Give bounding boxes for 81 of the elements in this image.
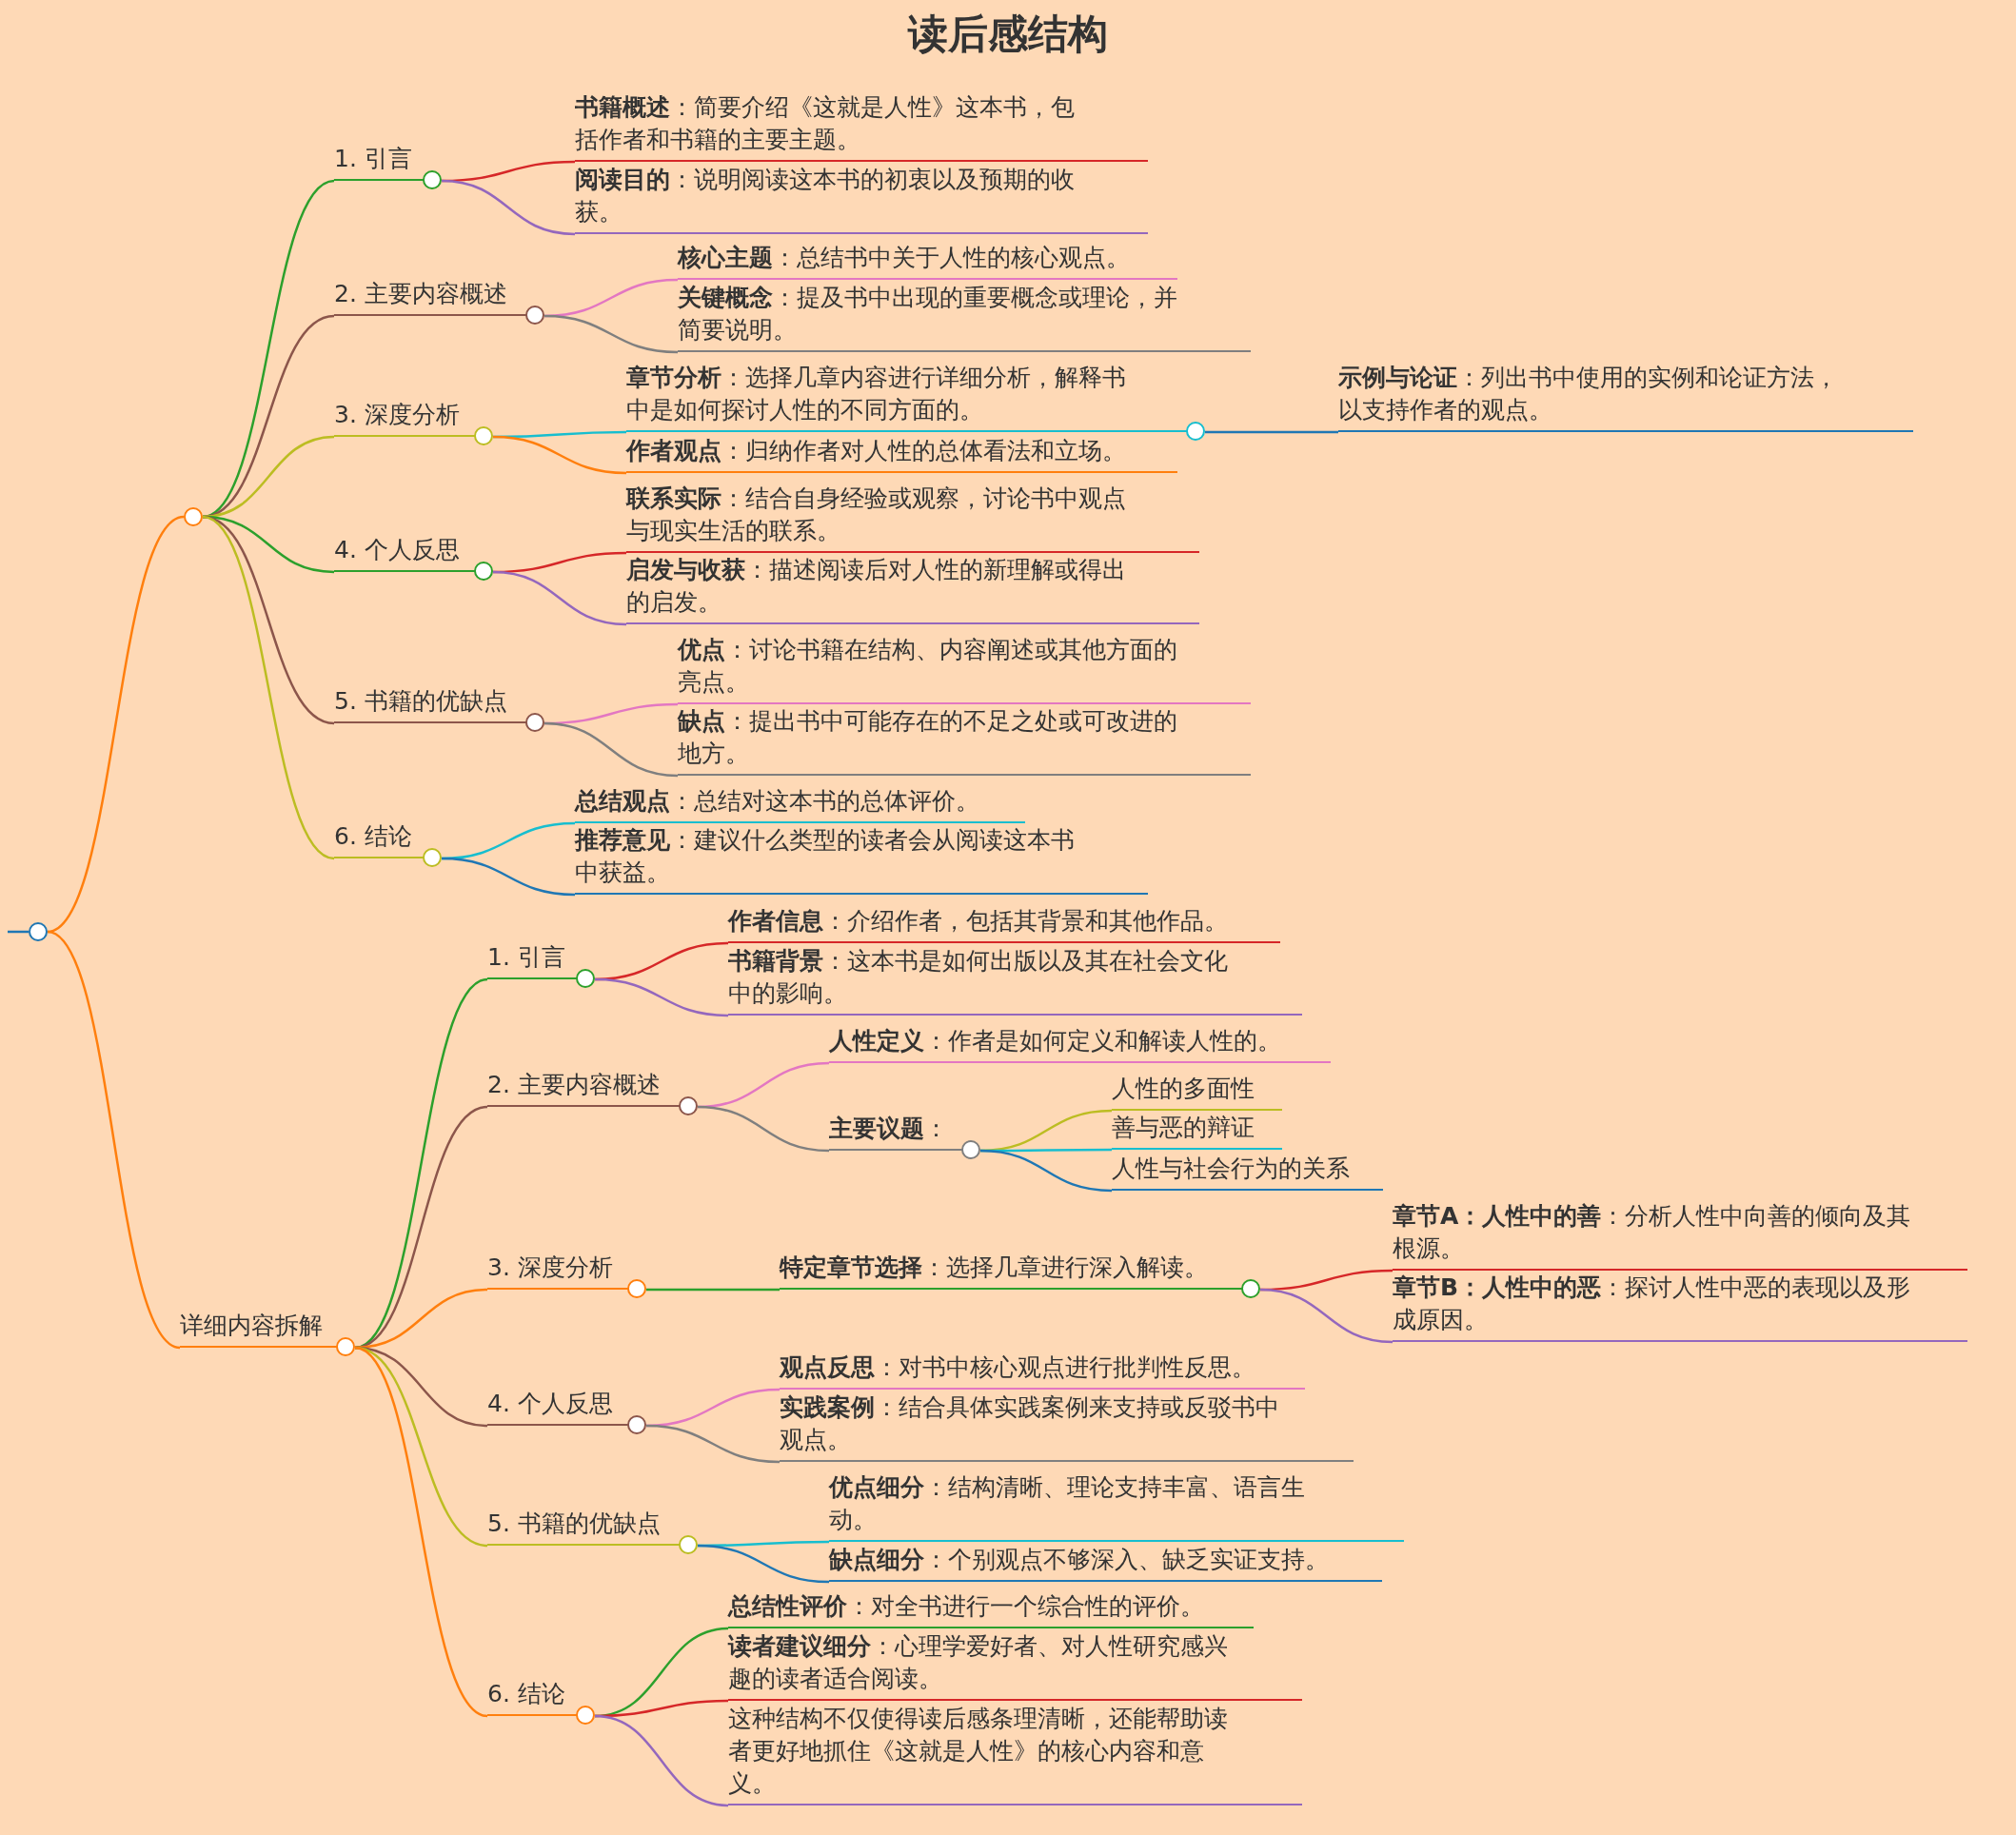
branch-line <box>8 930 29 934</box>
topic-text: 观点反思：对书中核心观点进行批判性反思。 <box>780 1352 1256 1383</box>
topic-text: 书籍背景：这本书是如何出版以及其在社会文化中的影响。 <box>728 946 1229 1009</box>
topic-text: 推荐意见：建议什么类型的读者会从阅读这本书中获益。 <box>575 825 1076 888</box>
topic-node <box>1112 1112 1282 1150</box>
topic-node <box>1393 1272 1967 1342</box>
topic-node <box>728 1630 1302 1701</box>
topic-text: 书籍概述：简要介绍《这就是人性》这本书，包括作者和书籍的主要主题。 <box>575 92 1076 155</box>
topic-text: 联系实际：结合自身经验或观察，讨论书中观点与现实生活的联系。 <box>626 483 1127 546</box>
topic-text: 5. 书籍的优缺点 <box>334 686 508 717</box>
topic-text: 2. 主要内容概述 <box>487 1070 662 1100</box>
topic-node <box>728 945 1302 1016</box>
topic-node <box>626 554 1199 624</box>
branch-line <box>202 179 335 519</box>
topic-text: 章节B：人性中的恶：探讨人性中恶的表现以及形成原因。 <box>1393 1273 1912 1335</box>
topic-text: 人性与社会行为的关系 <box>1112 1154 1351 1184</box>
topic-text: 启发与收获：描述阅读后对人性的新理解或得出的启发。 <box>626 555 1127 618</box>
branch-line <box>979 1149 1113 1193</box>
topic-text: 优点：讨论书籍在结构、内容阐述或其他方面的亮点。 <box>678 635 1178 698</box>
branch-line <box>697 1105 830 1153</box>
topic-text: 4. 个人反思 <box>334 535 461 565</box>
topic-text: 善与恶的辩证 <box>1112 1113 1255 1143</box>
topic-text: 主要议题： <box>829 1114 949 1144</box>
topic-text: 6. 结论 <box>487 1679 566 1709</box>
topic-text: 缺点：提出书中可能存在的不足之处或可改进的地方。 <box>678 706 1178 769</box>
topic-text: 3. 深度分析 <box>334 400 461 430</box>
topic-text: 缺点细分：个别观点不够深入、缺乏实证支持。 <box>829 1545 1330 1575</box>
topic-text: 作者观点：归纳作者对人性的总体看法和立场。 <box>626 436 1127 466</box>
topic-text: 阅读目的：说明阅读这本书的初衷以及预期的收获。 <box>575 165 1076 227</box>
branch-line <box>202 515 335 860</box>
topic-text: 总结观点：总结对这本书的总体评价。 <box>575 786 980 817</box>
topic-text: 章节A：人性中的善：分析人性中向善的倾向及其根源。 <box>1393 1201 1912 1264</box>
topic-text: 6. 结论 <box>334 821 413 852</box>
topic-text: 这种结构不仅使得读后感条理清晰，还能帮助读者更好地抓住《这就是人性》的核心内容和意义。 <box>728 1704 1229 1799</box>
topic-text: 5. 书籍的优缺点 <box>487 1509 662 1539</box>
topic-text: 关键概念：提及书中出现的重要概念或理论，并简要说明。 <box>678 283 1178 345</box>
topic-node <box>575 824 1148 895</box>
topic-text: 作者信息：介绍作者，包括其背景和其他作品。 <box>728 906 1229 937</box>
topic-text: 特定章节选择：选择几章进行深入解读。 <box>780 1253 1209 1283</box>
branch-line <box>441 857 576 897</box>
topic-node <box>626 483 1199 553</box>
branch-line <box>354 1346 488 1718</box>
branch-circle <box>184 507 203 526</box>
topic-text: 实践案例：结合具体实践案例来支持或反驳书中观点。 <box>780 1392 1280 1455</box>
branch-line <box>441 179 576 236</box>
topic-text: 示例与论证：列出书中使用的实例和论证方法，以支持作者的观点。 <box>1338 363 1839 425</box>
branch-line <box>645 1424 781 1464</box>
branch-line <box>544 721 679 778</box>
topic-text: 1. 引言 <box>487 942 566 973</box>
branch-line <box>594 977 729 1017</box>
topic-text: 章节分析：选择几章内容进行详细分析，解释书中是如何探讨人性的不同方面的。 <box>626 363 1127 425</box>
topic-node <box>1393 1200 1967 1271</box>
topic-text: 4. 个人反思 <box>487 1389 614 1419</box>
branch-line <box>492 570 627 626</box>
branch-line <box>354 1105 488 1350</box>
diagram-title: 读后感结构 <box>908 10 1108 59</box>
topic-node <box>678 282 1251 352</box>
topic-text: 人性的多面性 <box>1112 1074 1255 1104</box>
branch-circle <box>29 922 48 941</box>
branch-line <box>646 1288 780 1292</box>
branch-line <box>594 1714 729 1807</box>
topic-text: 3. 深度分析 <box>487 1253 614 1283</box>
topic-text: 人性定义：作者是如何定义和解读人性的。 <box>829 1026 1282 1056</box>
topic-text: 2. 主要内容概述 <box>334 279 508 309</box>
topic-text: 优点细分：结构清晰、理论支持丰富、语言生动。 <box>829 1472 1306 1535</box>
topic-text: 读者建议细分：心理学爱好者、对人性研究感兴趣的读者适合阅读。 <box>728 1631 1229 1694</box>
branch-line <box>492 435 627 475</box>
topic-text: 详细内容拆解 <box>180 1311 324 1341</box>
branch-line <box>1205 430 1338 434</box>
topic-text: 总结性评价：对全书进行一个综合性的评价。 <box>728 1591 1205 1622</box>
topic-node <box>829 1025 1331 1063</box>
topic-node <box>780 1352 1305 1390</box>
branch-line <box>697 1544 830 1584</box>
topic-text: 核心主题：总结书中关于人性的核心观点。 <box>678 243 1131 273</box>
branch-line <box>354 977 488 1350</box>
topic-text: 1. 引言 <box>334 144 413 174</box>
branch-line <box>544 314 679 354</box>
branch-line <box>1259 1288 1393 1344</box>
branch-line <box>47 930 181 1350</box>
topic-node <box>678 242 1177 280</box>
topic-node <box>780 1391 1354 1462</box>
